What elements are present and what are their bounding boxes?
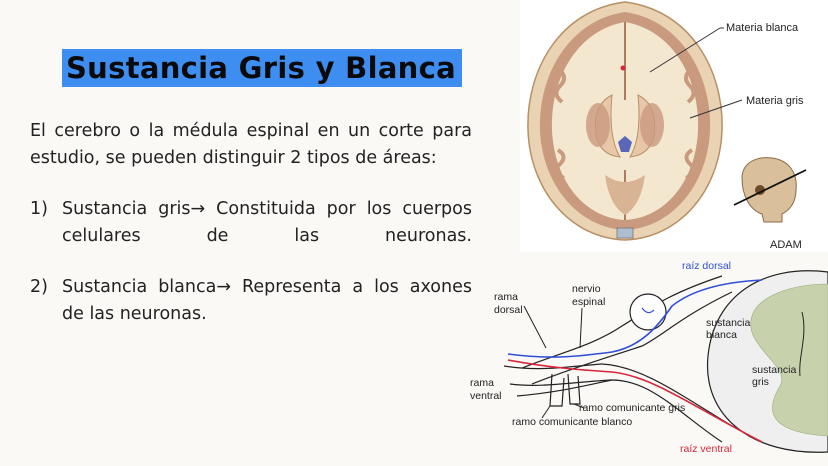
- label-ramo-comunicante-gris: ramo comunicante gris: [579, 402, 685, 414]
- label-ramo-comunicante-blanco: ramo comunicante blanco: [512, 416, 632, 428]
- list-item-text: Sustancia gris→ Constituida por los cuer…: [62, 199, 472, 246]
- skull-icon: [733, 157, 807, 223]
- label-rama-dorsal-1: rama: [494, 291, 518, 303]
- label-sustancia-gris-2: gris: [752, 376, 769, 388]
- list-number: 1): [30, 199, 48, 219]
- label-sustancia-blanca-2: blanca: [706, 329, 737, 341]
- intro-paragraph: El cerebro o la médula espinal en un cor…: [30, 121, 472, 168]
- list-item-white-matter: 2) Sustancia blanca→ Representa a los ax…: [30, 274, 472, 328]
- label-materia-gris: Materia gris: [746, 95, 804, 107]
- list-item-gray-matter: 1) Sustancia gris→ Constituida por los c…: [30, 196, 472, 250]
- label-rama-dorsal-2: dorsal: [494, 304, 523, 316]
- list-number: 2): [30, 277, 48, 297]
- label-materia-blanca: Materia blanca: [726, 22, 799, 34]
- label-sustancia-blanca-1: sustancia: [706, 317, 751, 329]
- figure-credit: ADAM: [770, 239, 802, 251]
- label-raiz-ventral: raíz ventral: [680, 443, 732, 455]
- label-nervio-2: espinal: [572, 296, 605, 308]
- spinal-cord-diagram: raíz dorsal raíz ventral rama dorsal ner…: [470, 260, 828, 455]
- label-rama-ventral-1: rama: [470, 377, 494, 389]
- brain-section-figure: Materia blanca Materia gris ADAM: [520, 0, 828, 252]
- label-nervio-1: nervio: [572, 283, 601, 295]
- list-item-text: Sustancia blanca→ Representa a los axone…: [62, 277, 472, 324]
- label-raiz-dorsal: raíz dorsal: [682, 260, 731, 272]
- slide-title: Sustancia Gris y Blanca: [62, 49, 462, 87]
- label-rama-ventral-2: ventral: [470, 390, 502, 402]
- label-sustancia-gris-1: sustancia: [752, 364, 797, 376]
